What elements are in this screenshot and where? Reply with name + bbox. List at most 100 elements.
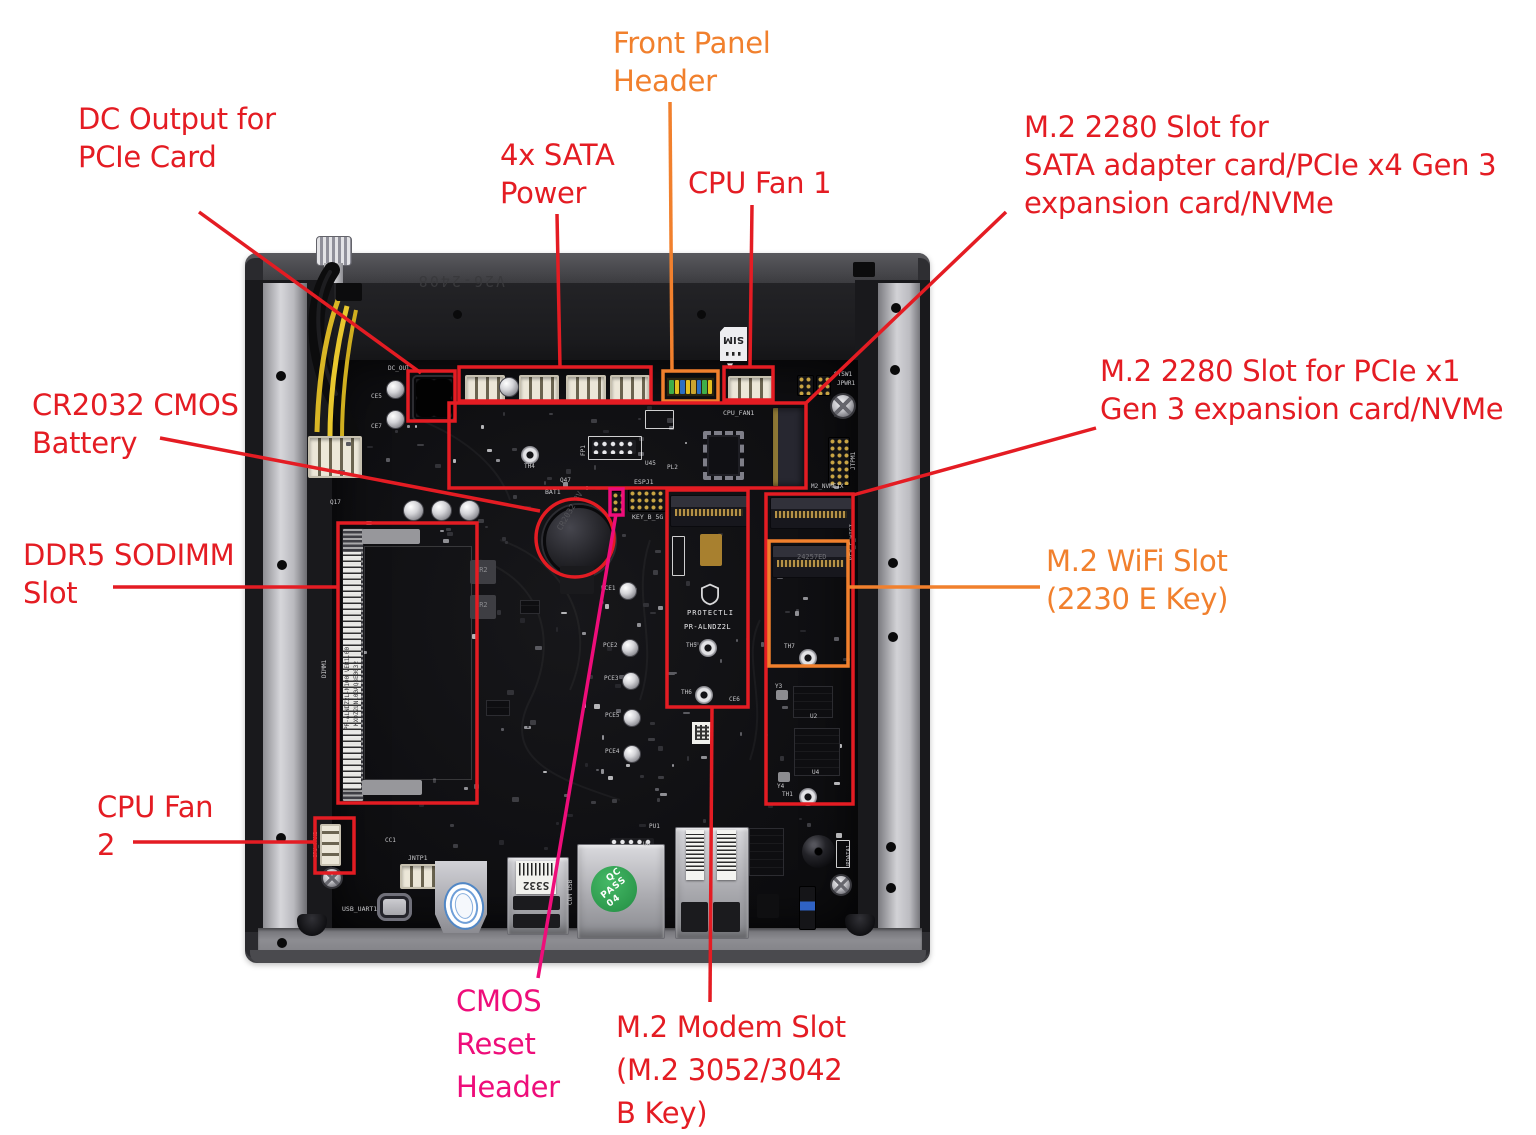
screw-hole [886, 883, 896, 893]
component-cap [623, 745, 641, 763]
pcb-pad [668, 671, 676, 675]
pcb-pad [685, 580, 690, 586]
screw-hole [697, 310, 706, 319]
pcb-pad [346, 441, 352, 447]
component-cap [623, 709, 641, 727]
silkscreen-text: JNTP1 [408, 854, 428, 862]
pcb-pad [366, 520, 372, 525]
silkscreen-text: DC_OUT [388, 365, 410, 372]
pcb-pad [542, 770, 547, 774]
component-sticker_white [686, 830, 704, 880]
pcb-pad [588, 675, 594, 679]
silkscreen-text: U6 [643, 841, 651, 848]
pcb-pad [735, 639, 738, 642]
component-m2v [772, 407, 807, 487]
pcb-pad [794, 611, 799, 616]
silkscreen-text: Q17 [330, 499, 341, 506]
pcb-pad [417, 443, 425, 446]
pcb-pad [671, 763, 674, 768]
component-rect [362, 529, 420, 544]
pcb-pad [496, 610, 502, 616]
pcb-pad [442, 538, 449, 544]
component-standoff [799, 649, 817, 667]
component-ic [749, 828, 784, 876]
silkscreen-text: 2R2 [475, 601, 488, 609]
pcb-pad [561, 611, 568, 615]
thumbscrew [316, 236, 352, 266]
aux-power-plug [308, 436, 362, 478]
pcb-pad [499, 840, 504, 846]
pcb-pad [555, 822, 559, 825]
pcb-pad [719, 659, 722, 664]
silkscreen-text: TH7 [784, 643, 795, 650]
component-rect [778, 772, 790, 782]
component-screw [323, 869, 341, 887]
pcb-pad [834, 413, 839, 417]
component-rect [853, 262, 875, 277]
silkscreen-text: ESPJ1 [634, 478, 654, 486]
pcb-pad [445, 527, 451, 531]
annotation-label-cpu-fan-1: CPU Fan 1 [688, 166, 832, 200]
silkscreen-text: CE6 [729, 696, 740, 703]
pcb-pad [594, 487, 602, 490]
component-rect [513, 914, 560, 928]
silkscreen-text: TH5 [686, 642, 697, 649]
component-sim: SIM [720, 327, 747, 361]
screw-hole [888, 558, 898, 568]
component-rect [681, 902, 708, 932]
component-header [816, 375, 831, 396]
component-cap [386, 410, 405, 429]
pcb-pad [414, 425, 418, 429]
pcb-pad [604, 604, 609, 610]
pcb-pad [486, 448, 493, 452]
component-ic [486, 700, 510, 716]
pcb-pad [507, 690, 514, 695]
silkscreen-text: STSW1 [834, 371, 853, 378]
component-foot [297, 914, 327, 936]
component-m2h [670, 495, 748, 527]
pcb-pad [446, 531, 454, 536]
screw-hole [891, 303, 901, 313]
component-rect [560, 566, 594, 594]
screw-hole [277, 938, 287, 948]
pcb-pad [622, 533, 627, 538]
silkscreen-text: PU1 [649, 823, 660, 830]
silkscreen-text: V26-2408 [416, 272, 505, 290]
component-cap [459, 500, 480, 521]
thumbscrew-base [324, 263, 343, 283]
pcb-pad [602, 734, 605, 740]
pcb-pad [512, 796, 519, 802]
pcb-pad [616, 709, 622, 713]
component-header [628, 489, 666, 512]
pcb-pad [683, 711, 690, 714]
pcb-pad [648, 737, 655, 742]
case-left-rail [263, 283, 307, 929]
pcb-pad [833, 782, 841, 786]
jumper-cell [685, 380, 690, 394]
component-sticker_qr [692, 722, 712, 744]
component-rect [513, 896, 560, 910]
silkscreen-text: CPU_FAN1 [723, 409, 755, 417]
pcb-pad [453, 843, 459, 849]
component-screw [832, 876, 850, 894]
pcb-pad [611, 798, 617, 804]
pcb-pad [590, 419, 597, 423]
annotation-label-front-panel: Front Panel Header [613, 26, 771, 98]
silkscreen-text: Y3 [775, 683, 783, 690]
screw-hole [277, 560, 287, 570]
pcb-pad [511, 448, 518, 452]
component-wconnv [320, 824, 341, 866]
pcb-pad [607, 775, 613, 781]
silkscreen-text: KXDZ2LN100AQ8E0032 [353, 660, 360, 726]
screw-hole [888, 632, 898, 642]
component-standoff [695, 686, 713, 704]
pcb-pad [760, 642, 764, 648]
component-outline [836, 840, 850, 868]
silkscreen-text: DIMM1 [321, 659, 328, 678]
pcb-pad [650, 611, 657, 614]
pcb-pad [473, 784, 479, 789]
silkscreen-text: M2_NVME1X [811, 483, 844, 490]
component-cap [403, 500, 424, 521]
silkscreen-text: CE5 [371, 393, 382, 400]
annotation-label-cr2032: CR2032 CMOS Battery [32, 388, 239, 460]
